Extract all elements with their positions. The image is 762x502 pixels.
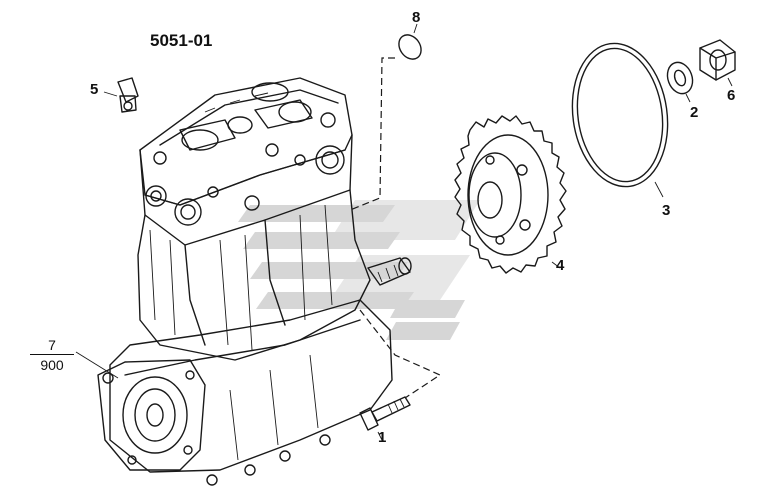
- part-1-bolt: [359, 396, 411, 441]
- fraction-bar: [30, 354, 74, 355]
- callout-2: 2: [690, 104, 699, 121]
- callout-4: 4: [556, 257, 565, 274]
- compressor-body: [97, 77, 412, 486]
- watermark-logo: [238, 200, 480, 340]
- reference-numerator: 7: [48, 337, 56, 353]
- callout-3: 3: [662, 202, 671, 219]
- part-3-o-ring: [571, 42, 669, 198]
- callout-6: 6: [727, 87, 736, 104]
- part-4-gear: [454, 115, 567, 274]
- part-6-nut: [699, 39, 736, 87]
- alignment-line-ring: [349, 57, 395, 211]
- callout-1: 1: [378, 429, 387, 446]
- reference-fraction: 7 900: [30, 338, 74, 372]
- reference-denominator: 900: [40, 357, 64, 373]
- group-code: 5051-01: [150, 31, 213, 50]
- callout-5: 5: [90, 81, 99, 98]
- alignment-line-bolt: [359, 309, 442, 399]
- part-8-ring: [398, 23, 422, 60]
- callout-8: 8: [412, 9, 421, 26]
- reference-leader: [75, 351, 119, 379]
- part-5-fitting: [103, 77, 139, 113]
- part-2-washer: [666, 61, 694, 103]
